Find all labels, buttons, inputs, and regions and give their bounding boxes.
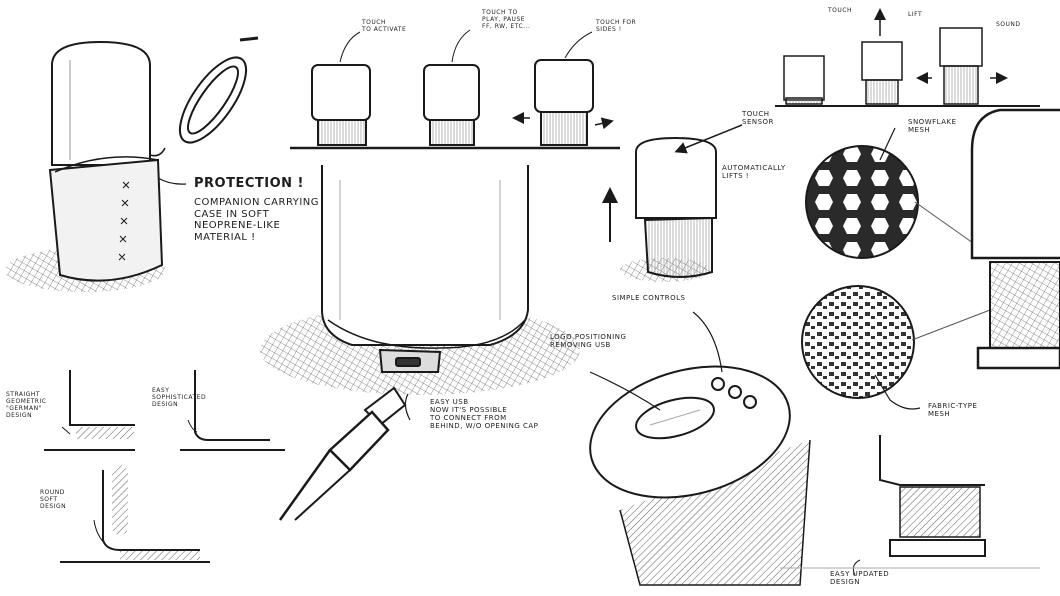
auto-lift-sketch — [602, 124, 743, 282]
logo-positioning-note: Logo positioning removing USB — [550, 333, 627, 350]
side-profile-sketch — [970, 108, 1060, 370]
protection-case-sketch — [5, 36, 259, 292]
leader-lines — [157, 127, 921, 410]
touch-play-note: Touch to play, pause ff, rw, etc... — [482, 9, 531, 30]
round-soft-note: Round soft design — [40, 489, 67, 510]
sound-small-note: Sound — [996, 21, 1021, 28]
protection-body: Companion carrying case in soft neoprene… — [194, 197, 320, 243]
base-detail-sketch — [780, 435, 1040, 576]
snowflake-mesh-note: Snowflake mesh — [908, 118, 957, 135]
touch-sides-note: Touch for sides ! — [596, 19, 637, 33]
easy-sophisticated-note: Easy sophisticated design — [152, 387, 207, 408]
auto-lifts-note: Automatically lifts ! — [722, 164, 786, 181]
touch-sensor-note: Touch sensor — [742, 110, 774, 127]
mesh-details — [801, 145, 991, 399]
touch-gesture-row — [290, 29, 620, 150]
fabric-mesh-note: Fabric-type mesh — [928, 402, 978, 419]
lift-small-note: Lift — [908, 11, 923, 18]
profile-studies — [44, 370, 285, 563]
lift-sequence-row — [775, 8, 1040, 107]
touch-activate-note: Touch to activate — [362, 19, 407, 33]
main-device-sketch — [260, 165, 580, 521]
protection-title: Protection ! — [194, 176, 304, 191]
touch-small-note: Touch — [828, 7, 852, 14]
controls-top-view — [589, 311, 811, 586]
easy-updated-note: Easy updated design — [830, 570, 890, 587]
simple-controls-note: Simple controls — [612, 294, 686, 302]
straight-design-note: Straight geometric "German" design — [6, 391, 47, 419]
easy-usb-note: Easy USB now it's possible to connect fr… — [430, 398, 539, 431]
